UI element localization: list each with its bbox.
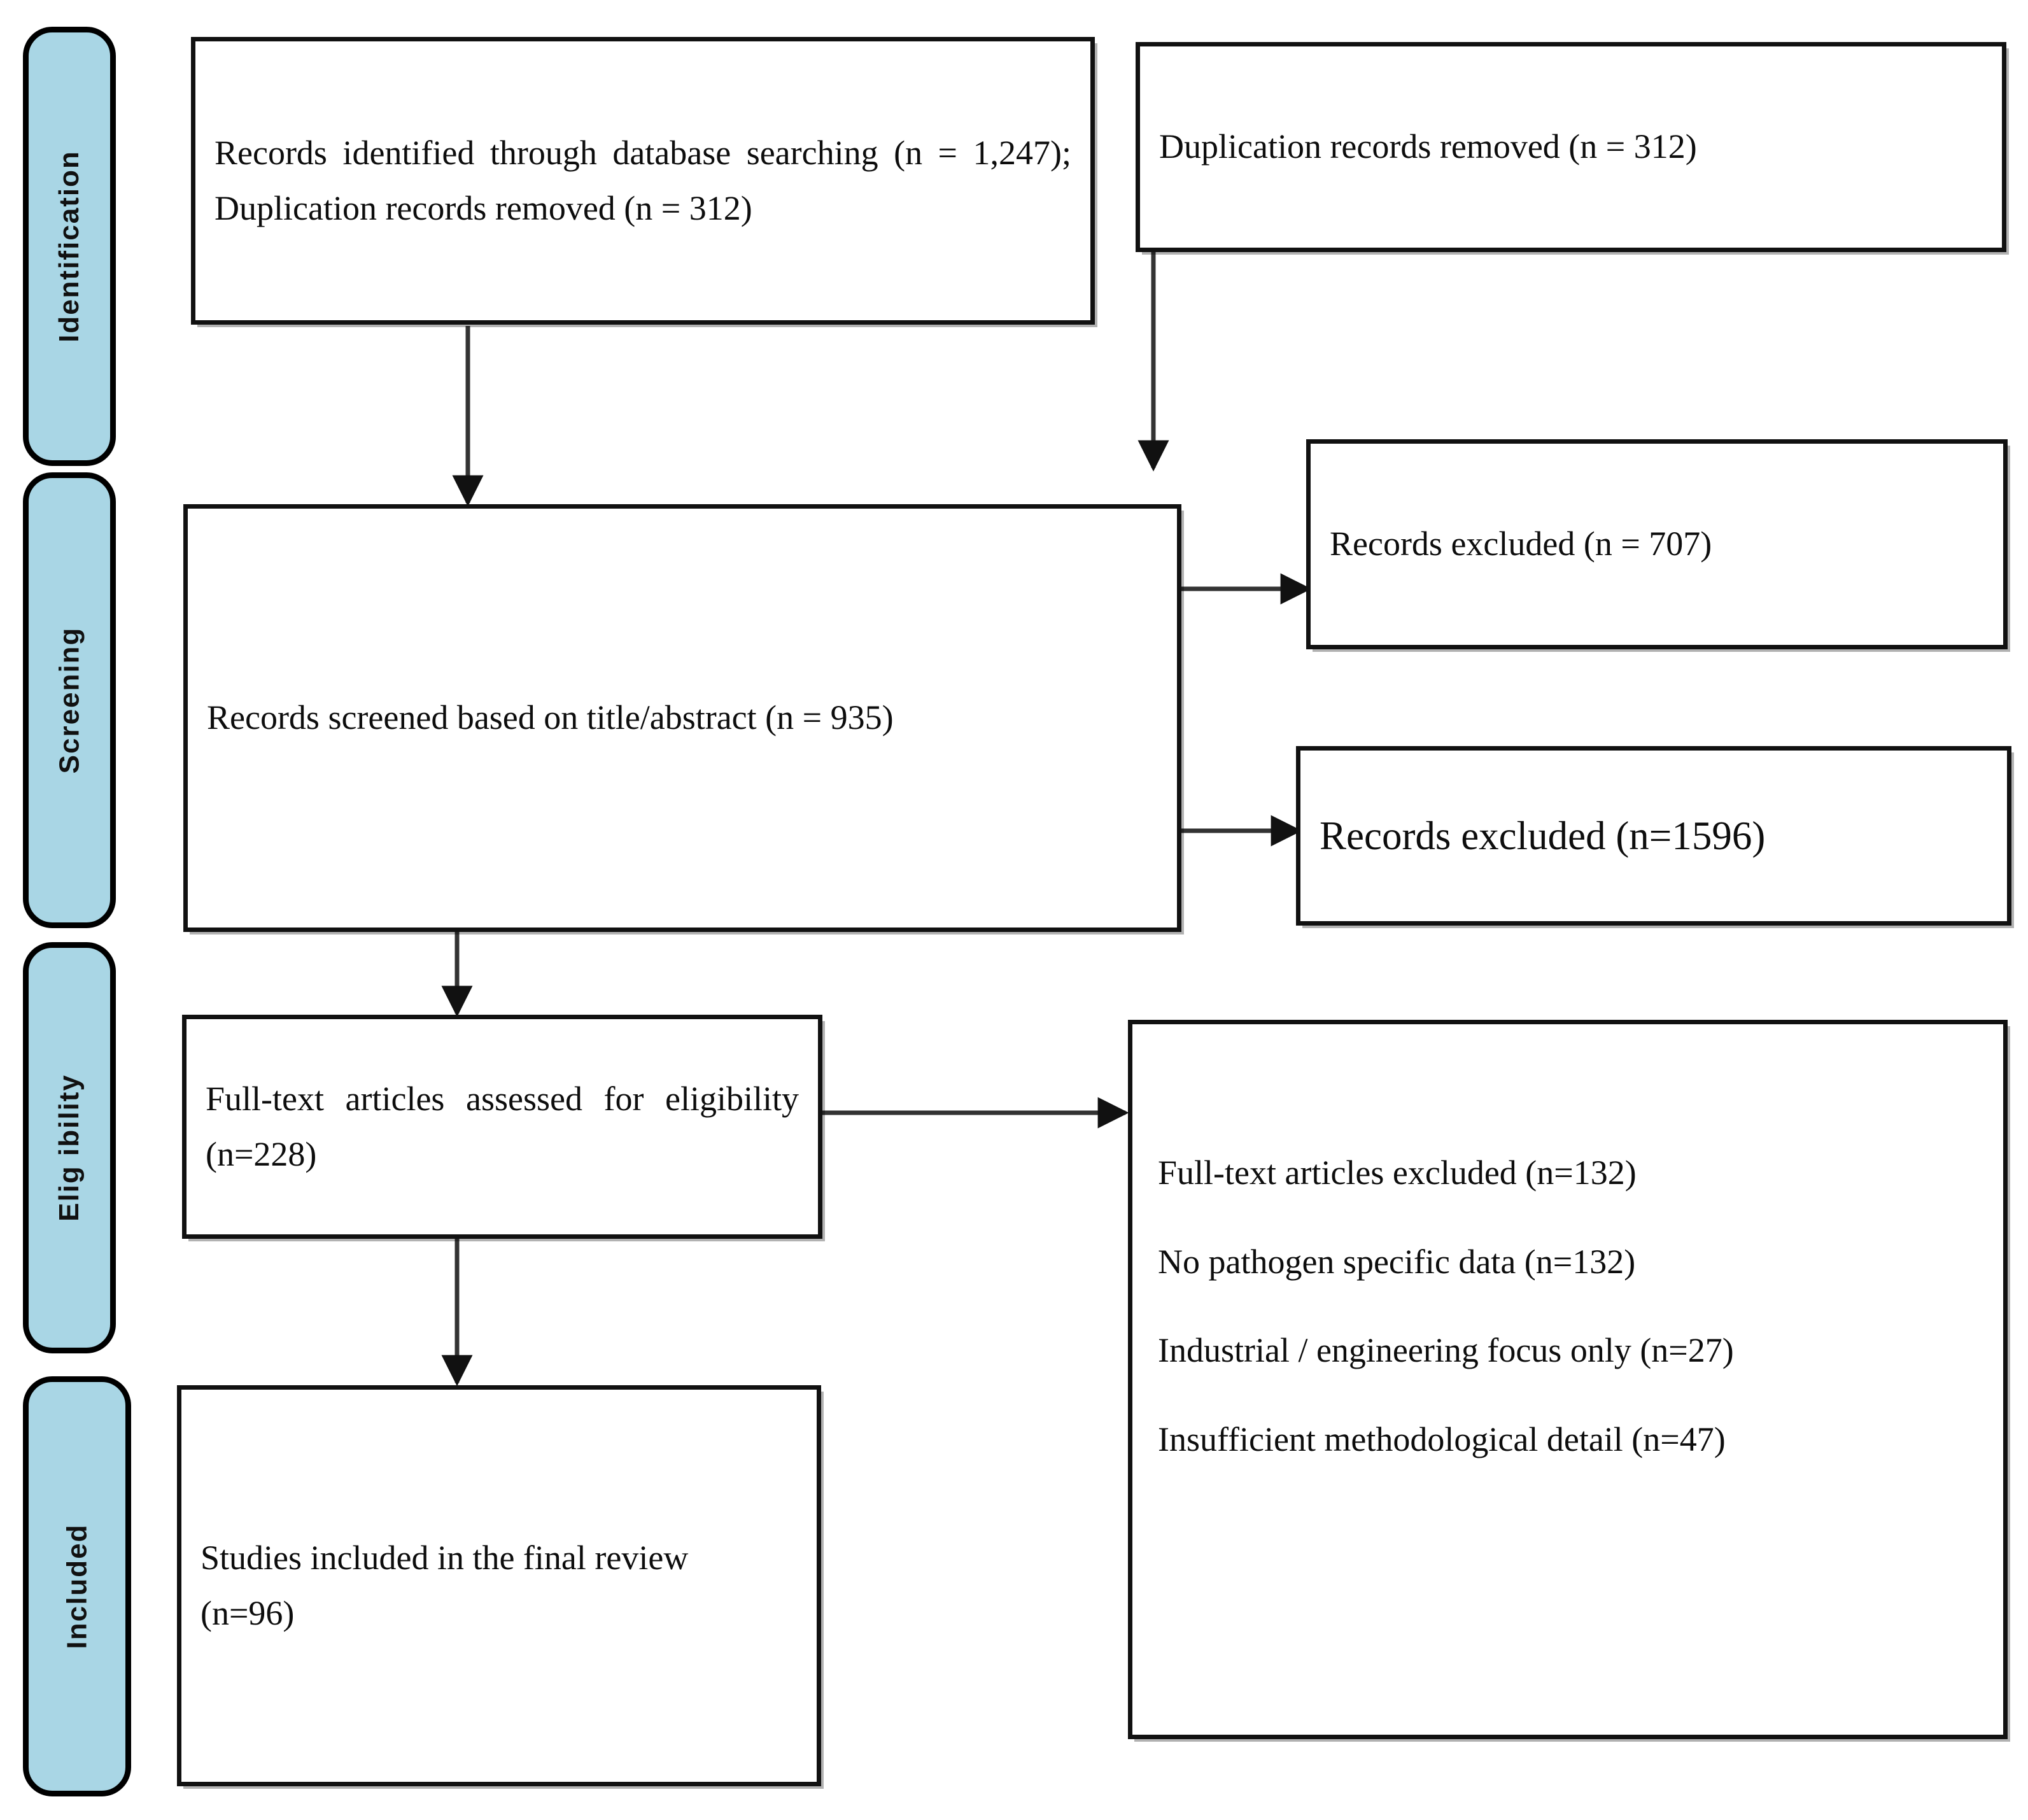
exclusion-reason-item: Full-text articles excluded (n=132) (1158, 1153, 1637, 1192)
box-fulltext-excluded[interactable]: Full-text articles excluded (n=132) No p… (1128, 1020, 2008, 1739)
box-records-excluded-707-text: Records excluded (n = 707) (1330, 525, 1712, 563)
box-duplicates-removed-text: Duplication records removed (n = 312) (1159, 127, 1697, 166)
stage-pill-eligibility[interactable]: Elig ibility (23, 942, 116, 1353)
box-records-screened-text: Records screened based on title/abstract… (207, 698, 894, 737)
box-studies-included[interactable]: Studies included in the final review (n=… (177, 1385, 821, 1786)
stage-label-eligibility: Elig ibility (53, 1074, 85, 1222)
box-duplicates-removed[interactable]: Duplication records removed (n = 312) (1136, 42, 2006, 252)
box-records-identified-text: Records identified through database sear… (215, 133, 1071, 227)
exclusion-reason-item: Industrial / engineering focus only (n=2… (1158, 1331, 1734, 1369)
stage-label-identification: Identification (53, 150, 85, 342)
box-records-excluded-1596[interactable]: Records excluded (n=1596) (1296, 746, 2011, 926)
exclusion-reason-item: No pathogen specific data (n=132) (1158, 1242, 1636, 1281)
box-records-excluded-707[interactable]: Records excluded (n = 707) (1306, 439, 2008, 649)
stage-label-included: Included (61, 1523, 92, 1649)
box-records-screened[interactable]: Records screened based on title/abstract… (183, 504, 1181, 932)
box-fulltext-assessed-text: Full-text articles assessed for eligibil… (206, 1079, 799, 1173)
box-fulltext-assessed[interactable]: Full-text articles assessed for eligibil… (182, 1015, 822, 1239)
stage-pill-included[interactable]: Included (23, 1376, 131, 1796)
box-records-identified[interactable]: Records identified through database sear… (191, 37, 1095, 325)
stage-label-screening: Screening (53, 626, 85, 774)
box-records-excluded-1596-text: Records excluded (n=1596) (1320, 813, 1766, 858)
box-studies-included-line1: Studies included in the final review (201, 1538, 689, 1577)
exclusion-reason-item: Insufficient methodological detail (n=47… (1158, 1420, 1726, 1458)
box-studies-included-line2: (n=96) (201, 1594, 295, 1632)
stage-pill-screening[interactable]: Screening (23, 472, 116, 928)
stage-pill-identification[interactable]: Identification (23, 27, 116, 466)
exclusion-reason-list: Full-text articles excluded (n=132) No p… (1132, 1152, 2003, 1461)
